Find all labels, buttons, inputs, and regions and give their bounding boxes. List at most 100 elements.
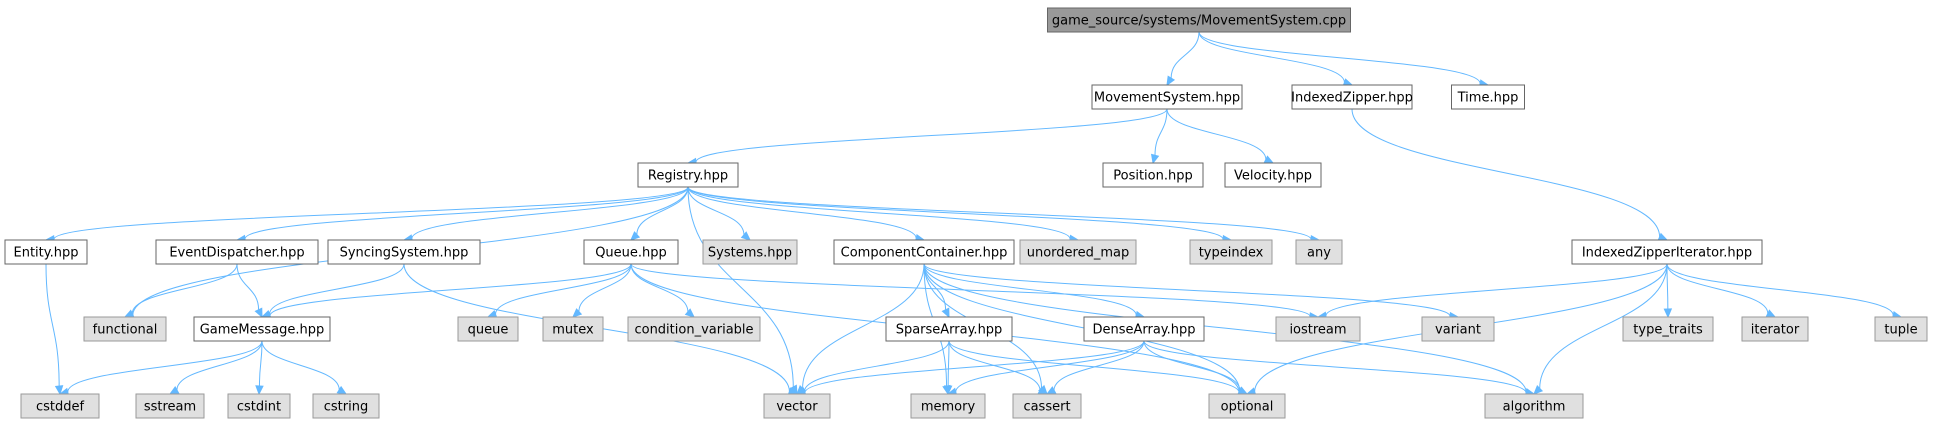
edge-line bbox=[1170, 31, 1200, 79]
edge-queue-hpp-to-queue bbox=[486, 263, 632, 319]
edge-line bbox=[1325, 263, 1668, 317]
node-label: mutex bbox=[552, 323, 594, 338]
node-any: any bbox=[1295, 239, 1343, 265]
node-label: IndexedZipperIterator.hpp bbox=[1582, 246, 1752, 261]
node-syncingsystem-hpp[interactable]: SyncingSystem.hpp bbox=[327, 239, 481, 265]
edge-arrowhead bbox=[54, 385, 64, 396]
nodes-layer: game_source/systems/MovementSystem.cppMo… bbox=[4, 7, 1928, 419]
node-label: vector bbox=[776, 400, 818, 415]
node-label: tuple bbox=[1884, 323, 1917, 338]
node-componentcontainer-hpp[interactable]: ComponentContainer.hpp bbox=[833, 239, 1015, 265]
node-typeindex: typeindex bbox=[1189, 239, 1273, 265]
node-box bbox=[1421, 316, 1495, 342]
edge-line bbox=[236, 263, 260, 310]
edge-line bbox=[687, 186, 1224, 240]
node-movementsystem-hpp[interactable]: MovementSystem.hpp bbox=[1091, 84, 1243, 110]
edge-componentcontainer-hpp-to-densearray-hpp bbox=[923, 263, 1146, 320]
edge-densearray-hpp-to-vector bbox=[795, 340, 1145, 397]
edge-arrowhead bbox=[255, 385, 264, 396]
edge-line bbox=[411, 186, 689, 239]
edge-arrowhead bbox=[1663, 308, 1673, 319]
node-queue: queue bbox=[457, 316, 519, 342]
node-label: typeindex bbox=[1199, 246, 1264, 261]
edge-line bbox=[269, 263, 632, 317]
edge-line bbox=[578, 263, 632, 312]
node-registry-hpp[interactable]: Registry.hpp bbox=[637, 162, 739, 188]
edge-line bbox=[630, 263, 689, 312]
edge-indexedzipperiterator-hpp-to-iterator bbox=[1666, 263, 1777, 318]
node-tuple: tuple bbox=[1874, 316, 1928, 342]
node-velocity-hpp[interactable]: Velocity.hpp bbox=[1224, 162, 1322, 188]
node-box bbox=[542, 316, 604, 342]
edge-eventdispatcher-hpp-to-gamemessage-hpp bbox=[236, 263, 263, 319]
edge-registry-hpp-to-eventdispatcher-hpp bbox=[235, 186, 689, 244]
node-label: SparseArray.hpp bbox=[896, 323, 1003, 338]
node-type-traits: type_traits bbox=[1622, 316, 1714, 342]
node-indexedzipper-hpp[interactable]: IndexedZipper.hpp bbox=[1291, 84, 1413, 110]
node-memory: memory bbox=[910, 393, 986, 419]
node-gamemessage-hpp[interactable]: GameMessage.hpp bbox=[193, 316, 331, 342]
node-label: Velocity.hpp bbox=[1234, 169, 1312, 184]
edge-entity-hpp-to-cstddef bbox=[45, 263, 64, 396]
edge-line bbox=[1053, 340, 1145, 391]
node-box bbox=[1275, 316, 1361, 342]
node-position-hpp[interactable]: Position.hpp bbox=[1102, 162, 1204, 188]
edge-registry-hpp-to-queue-hpp bbox=[630, 186, 689, 241]
node-box bbox=[457, 316, 519, 342]
node-box bbox=[910, 393, 986, 419]
node-box bbox=[1102, 162, 1204, 188]
node-box bbox=[135, 393, 205, 419]
node-variant: variant bbox=[1421, 316, 1495, 342]
node-label: sstream bbox=[144, 400, 196, 415]
node-time-hpp[interactable]: Time.hpp bbox=[1451, 84, 1525, 110]
node-box bbox=[763, 393, 831, 419]
edge-line bbox=[630, 263, 1311, 317]
node-box bbox=[627, 316, 761, 342]
edge-arrowhead bbox=[941, 307, 950, 319]
edge-line bbox=[1666, 263, 1769, 314]
edge-arrowhead bbox=[1533, 385, 1544, 395]
node-box bbox=[1291, 84, 1413, 110]
node-unordered-map: unordered_map bbox=[1019, 239, 1137, 265]
node-label: unordered_map bbox=[1027, 246, 1130, 261]
edge-line bbox=[802, 263, 925, 389]
node-box bbox=[1741, 316, 1809, 342]
node-box bbox=[1012, 393, 1082, 419]
edge-line bbox=[1154, 108, 1168, 156]
node-box bbox=[1189, 239, 1273, 265]
node-box bbox=[1484, 393, 1584, 419]
node-box bbox=[1019, 239, 1137, 265]
edge-line bbox=[1198, 31, 1345, 83]
node-label: cstddef bbox=[36, 400, 85, 415]
edge-arrowhead bbox=[684, 308, 695, 318]
node-game-source-systems-movementsystem-cpp[interactable]: game_source/systems/MovementSystem.cpp bbox=[1047, 7, 1351, 33]
node-label: cstring bbox=[324, 400, 368, 415]
edge-indexedzipper-hpp-to-indexedzipperiterator-hpp bbox=[1351, 108, 1669, 241]
edge-line bbox=[1539, 263, 1668, 389]
node-iostream: iostream bbox=[1275, 316, 1361, 342]
node-box bbox=[1083, 316, 1205, 342]
node-eventdispatcher-hpp[interactable]: EventDispatcher.hpp bbox=[155, 239, 319, 265]
node-label: queue bbox=[468, 323, 509, 338]
node-queue-hpp[interactable]: Queue.hpp bbox=[583, 239, 679, 265]
node-box bbox=[193, 316, 331, 342]
edge-registry-hpp-to-typeindex bbox=[687, 186, 1233, 244]
node-label: Registry.hpp bbox=[648, 169, 728, 184]
edge-eventdispatcher-hpp-to-functional bbox=[123, 263, 238, 318]
node-label: Entity.hpp bbox=[14, 246, 79, 261]
edge-line bbox=[495, 263, 632, 315]
node-label: any bbox=[1307, 246, 1331, 261]
node-label: Position.hpp bbox=[1113, 169, 1193, 184]
edge-arrowhead bbox=[1166, 75, 1176, 87]
edge-line bbox=[1166, 108, 1267, 160]
node-box bbox=[1091, 84, 1243, 110]
edge-line bbox=[67, 340, 263, 393]
edge-line bbox=[244, 186, 689, 240]
node-sparsearray-hpp[interactable]: SparseArray.hpp bbox=[885, 316, 1013, 342]
node-indexedzipperiterator-hpp[interactable]: IndexedZipperIterator.hpp bbox=[1571, 239, 1763, 265]
edge-line bbox=[955, 340, 1145, 393]
node-entity-hpp[interactable]: Entity.hpp bbox=[4, 239, 88, 265]
node-cstring: cstring bbox=[312, 393, 380, 419]
node-densearray-hpp[interactable]: DenseArray.hpp bbox=[1083, 316, 1205, 342]
